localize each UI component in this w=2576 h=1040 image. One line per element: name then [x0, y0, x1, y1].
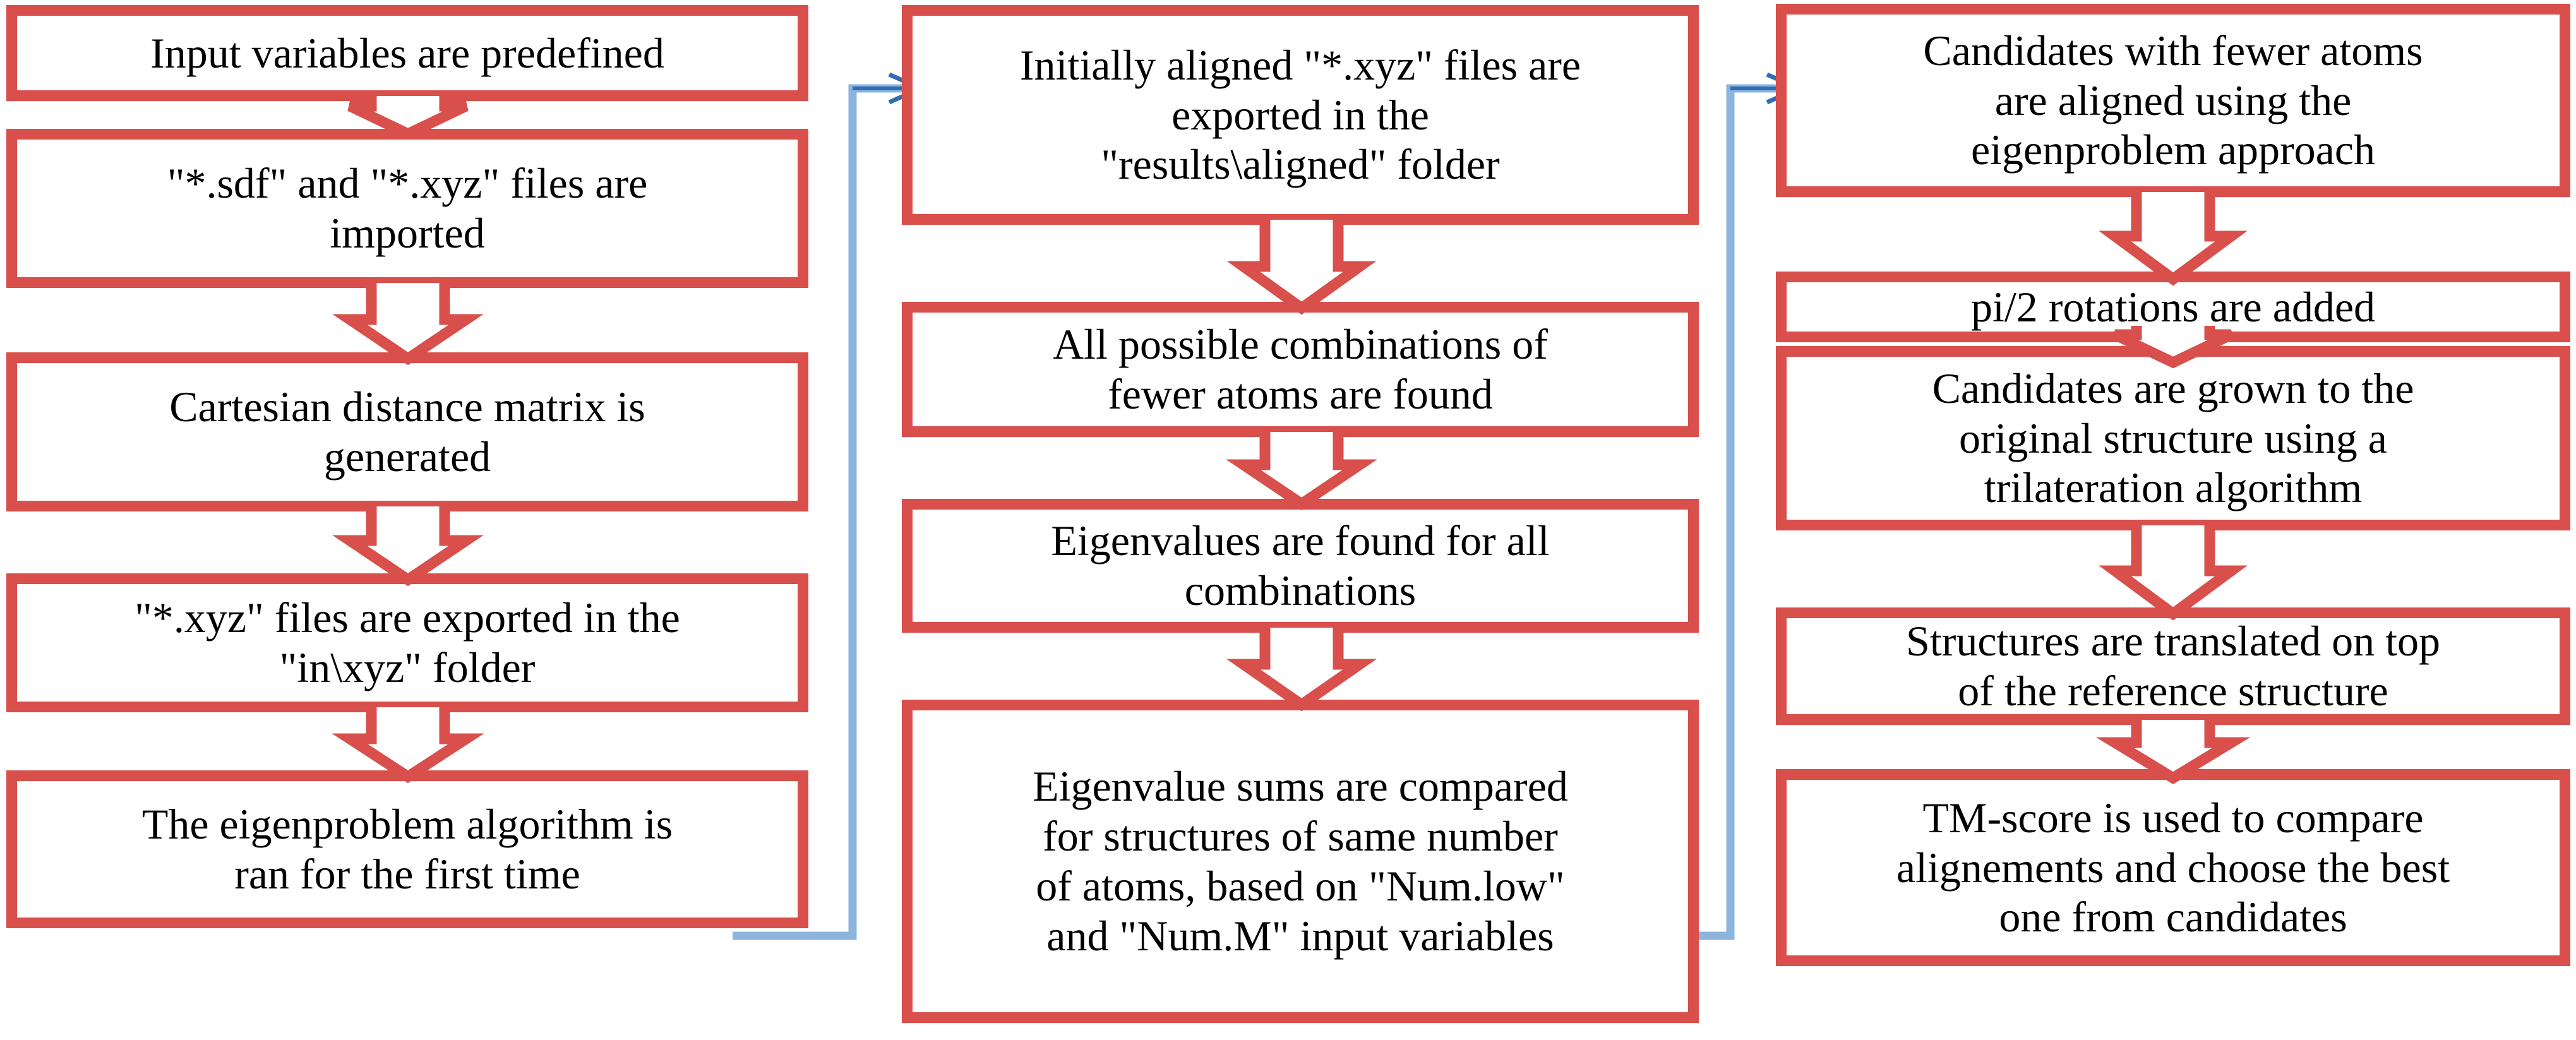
- flow-arrow-a2-2: [1216, 432, 1387, 511]
- process-node-c1n3[interactable]: Cartesian distance matrix is generated: [6, 352, 808, 511]
- node-label: Cartesian distance matrix is generated: [169, 383, 645, 481]
- process-node-c2n1[interactable]: Initially aligned "*.xyz" files are expo…: [902, 5, 1699, 225]
- flow-arrow-a3-2: [2087, 326, 2259, 369]
- flow-arrow-a1-1: [322, 96, 494, 140]
- flow-arrow-a1-4: [322, 707, 494, 784]
- process-node-c3n3[interactable]: Candidates are grown to the original str…: [1776, 346, 2570, 530]
- process-node-c2n2[interactable]: All possible combinations of fewer atoms…: [902, 302, 1699, 437]
- process-node-c3n5[interactable]: TM-score is used to compare alignements …: [1776, 769, 2570, 966]
- flow-arrow-a2-3: [1216, 628, 1387, 712]
- node-label: Structures are translated on top of the …: [1906, 617, 2440, 715]
- node-label: Candidates with fewer atoms are aligned …: [1923, 26, 2423, 174]
- process-node-c3n4[interactable]: Structures are translated on top of the …: [1776, 607, 2570, 725]
- node-label: "*.xyz" files are exported in the "in\xy…: [135, 594, 680, 691]
- flow-arrow-a3-4: [2087, 720, 2259, 784]
- flow-arrow-a1-3: [322, 506, 494, 587]
- node-label: TM-score is used to compare alignements …: [1896, 793, 2450, 941]
- process-node-c1n5[interactable]: The eigenproblem algorithm is ran for th…: [6, 770, 808, 928]
- flow-arrow-a1-2: [322, 283, 494, 366]
- flow-arrow-a3-3: [2087, 525, 2259, 621]
- node-label: Initially aligned "*.xyz" files are expo…: [1019, 40, 1581, 189]
- process-node-c1n1[interactable]: Input variables are predefined: [6, 5, 808, 101]
- node-label: Candidates are grown to the original str…: [1932, 364, 2414, 512]
- flow-arrow-a3-1: [2087, 192, 2259, 286]
- process-node-c2n4[interactable]: Eigenvalue sums are compared for structu…: [902, 700, 1699, 1023]
- flow-arrow-a2-1: [1216, 220, 1387, 315]
- node-label: Input variables are predefined: [150, 28, 664, 77]
- node-label: The eigenproblem algorithm is ran for th…: [141, 800, 673, 898]
- node-label: pi/2 rotations are added: [1970, 282, 2376, 331]
- node-label: Eigenvalues are found for all combinatio…: [1051, 517, 1550, 614]
- node-label: "*.sdf" and "*.xyz" files are imported: [167, 159, 648, 257]
- process-node-c2n3[interactable]: Eigenvalues are found for all combinatio…: [902, 499, 1699, 633]
- process-node-c1n4[interactable]: "*.xyz" files are exported in the "in\xy…: [6, 573, 808, 712]
- node-label: Eigenvalue sums are compared for structu…: [1033, 762, 1568, 960]
- process-node-c3n1[interactable]: Candidates with fewer atoms are aligned …: [1776, 4, 2570, 197]
- process-node-c1n2[interactable]: "*.sdf" and "*.xyz" files are imported: [6, 129, 808, 288]
- node-label: All possible combinations of fewer atoms…: [1053, 320, 1548, 418]
